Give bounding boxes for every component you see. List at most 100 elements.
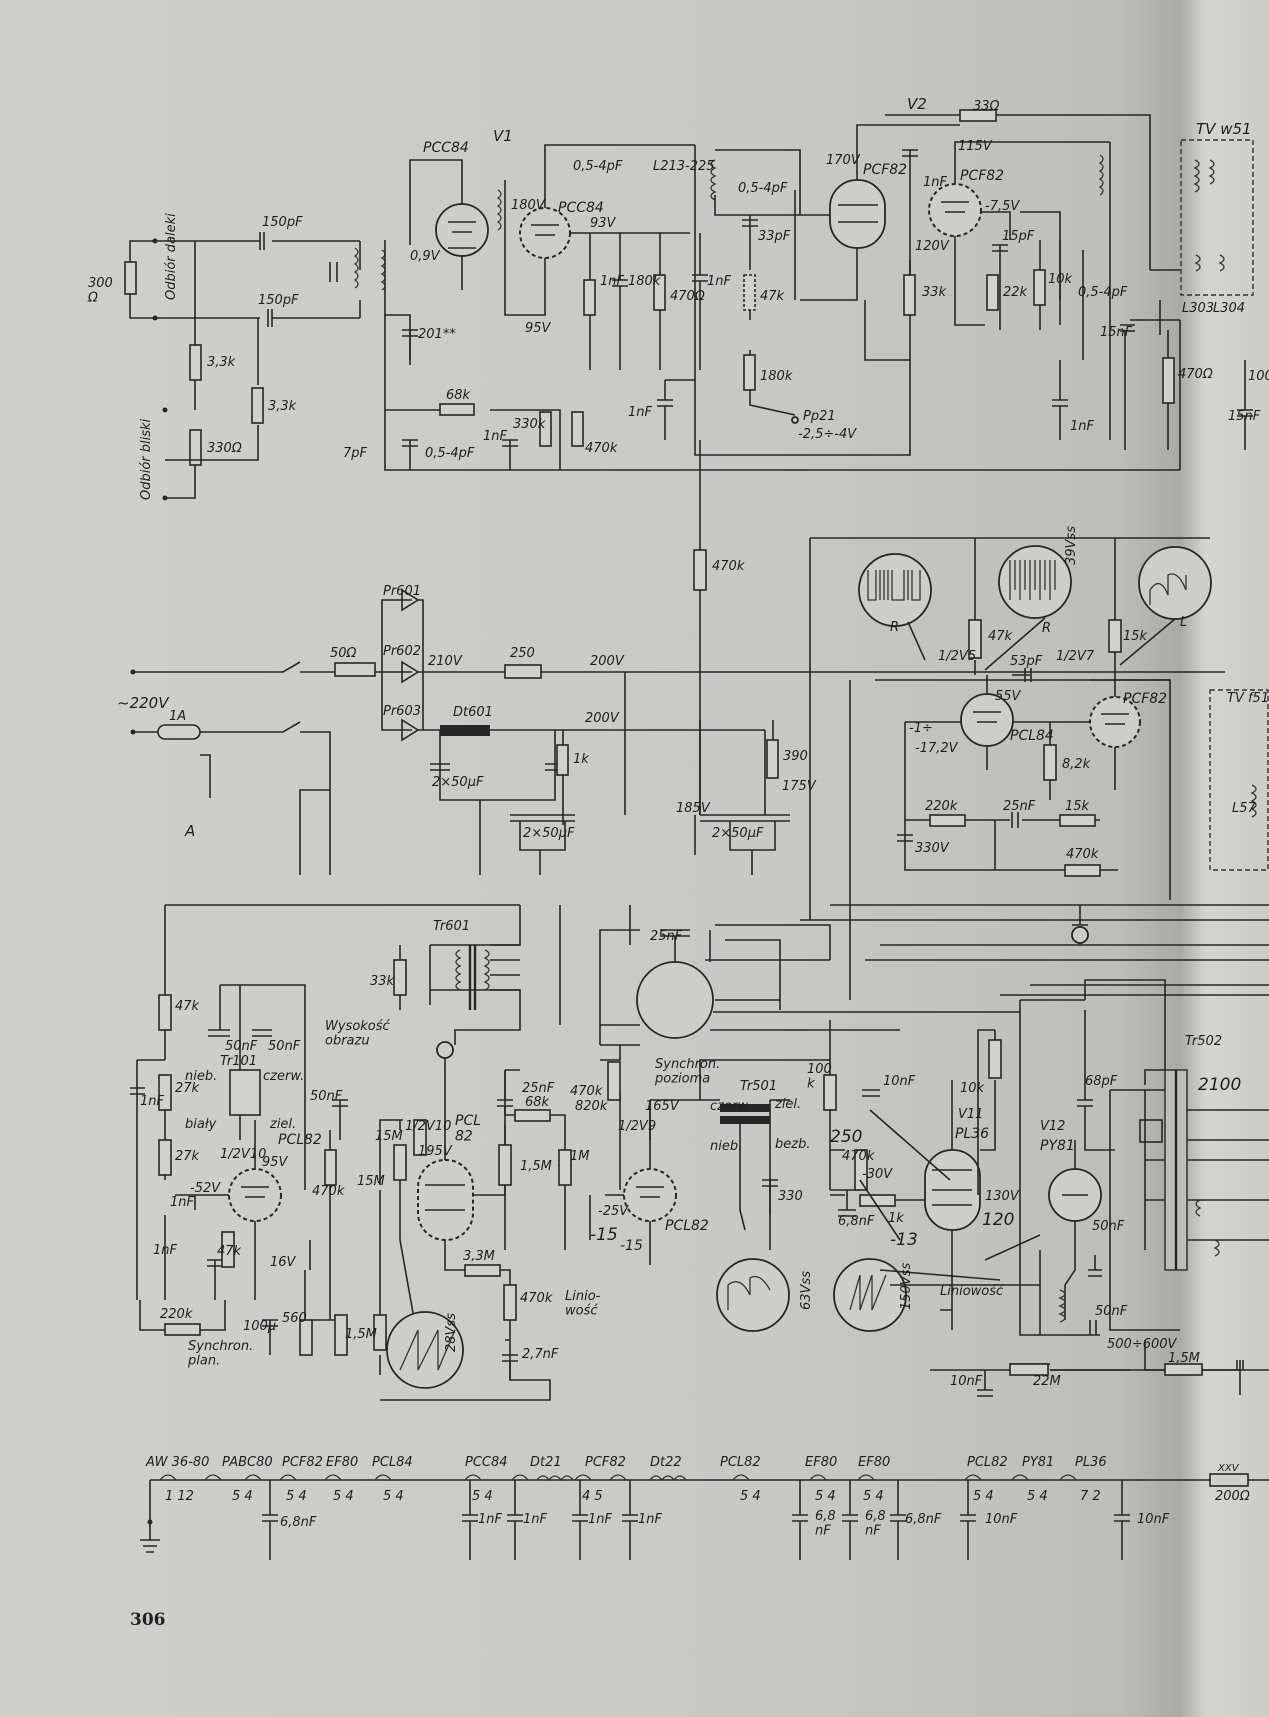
- tuner-cap-15nf-b: 15nF: [1228, 409, 1261, 424]
- heater-tube-pcl82-b: PCL82: [967, 1455, 1008, 1470]
- tuner-cap-05-4pf-d: 0,5-4pF: [425, 446, 475, 461]
- horz-cap-10nf-b: 10nF: [950, 1374, 983, 1389]
- heater-choke-dt21: Dt21: [530, 1455, 562, 1470]
- mains-voltage: ~220V: [117, 694, 170, 712]
- heater-tube-pcf82-a: PCF82: [282, 1455, 323, 1470]
- heater-tube-pcc84: PCC84: [465, 1455, 508, 1470]
- heater-tube-ef80-b: EF80: [805, 1455, 837, 1470]
- vert-res-33m: 3,3M: [463, 1249, 495, 1264]
- heater-tube-pcl84: PCL84: [372, 1455, 413, 1470]
- horz-cap-330: 330: [778, 1189, 803, 1204]
- tuner-cap-1nf-b: 1nF: [707, 274, 732, 289]
- volt-185: 185V: [676, 801, 711, 816]
- volt-200-b: 200V: [585, 711, 620, 726]
- tuner-cap-05-4pf-b: 0,5-4pF: [738, 181, 788, 196]
- scope-horz-amplitude-a: 63Vss: [799, 1271, 814, 1310]
- vert-v-16: 16V: [270, 1255, 297, 1270]
- horz-cap-10nf: 10nF: [883, 1074, 916, 1089]
- heater-tube-pabc80: PABC80: [222, 1455, 273, 1470]
- sync-res-47k: 47k: [988, 629, 1013, 644]
- sync-tube-v7: 1/2V7: [1056, 649, 1095, 664]
- horz-wire-ziel: ziel.: [774, 1097, 801, 1112]
- vert-cap-50nf-a: 50nF: [225, 1039, 258, 1054]
- heater-cap-1nf-d: 1nF: [638, 1512, 663, 1527]
- tuner-cap-201: 201**: [418, 327, 456, 342]
- tube-v2a: [829, 179, 886, 249]
- heater-tube-pcf82-b: PCF82: [585, 1455, 626, 1470]
- vert-synchron-plan: Synchron.plan.: [187, 1339, 253, 1368]
- res-3k3-1: 3,3k: [207, 355, 236, 370]
- res-330-ohm: 330Ω: [207, 441, 242, 456]
- vert-res-15m-c: 1,5M: [520, 1159, 552, 1174]
- sync-cap-25nf: 25nF: [1003, 799, 1036, 814]
- heater-pins-3: 5 4: [286, 1489, 307, 1504]
- heater-tube-aw36: AW 36-80: [145, 1455, 209, 1470]
- tuner-res-180k-b: 180k: [760, 369, 793, 384]
- cap-150pf-2: 150pF: [258, 293, 299, 308]
- vert-v-minus52: -52V: [190, 1181, 221, 1196]
- volt-200-a: 200V: [590, 654, 625, 669]
- rectifier-pr602: Pr602: [383, 644, 421, 659]
- heater-pins-6: 5 4: [472, 1489, 493, 1504]
- tube-v9: [623, 1168, 677, 1222]
- tuner-v-93: 93V: [590, 216, 617, 231]
- tuner-cap-1nf-c: 1nF: [628, 405, 653, 420]
- socket-661: [636, 961, 714, 1039]
- sync-v-55: 55V: [995, 689, 1022, 704]
- vert-cap-27nf: 2,7nF: [522, 1347, 559, 1362]
- tuner-v-09: 0,9V: [410, 249, 441, 264]
- horz-v-minus25: -25V: [598, 1204, 629, 1219]
- vert-cap-1nf: 1nF: [140, 1094, 165, 1109]
- res-3k3-2: 3,3k: [268, 399, 297, 414]
- res-470k: 470k: [712, 559, 745, 574]
- tube-v1-type: PCC84: [423, 140, 469, 156]
- cap-2x50uf-a: 2×50µF: [432, 775, 484, 790]
- horz-tube-v11-type: PL36: [955, 1126, 989, 1142]
- vertical-section: Tr601 Tr101 33k 47k 1nF 27k 27k 50nF 50n…: [130, 904, 601, 1401]
- vert-res-15m-b: 15M: [375, 1129, 403, 1144]
- heater-tube-pcl82-a: PCL82: [720, 1455, 761, 1470]
- vert-tr101: Tr101: [220, 1054, 257, 1069]
- tuner-cap-1nf-a: 1nF: [600, 274, 625, 289]
- tuner-l304: L304: [1213, 301, 1245, 316]
- heater-series-resistor-tag: XXV: [1217, 1463, 1240, 1474]
- interconnect-wiring: [559, 679, 1269, 1025]
- tuner-agc-voltage: -2,5÷-4V: [798, 427, 857, 442]
- waveform-l-pl36: [833, 1258, 907, 1332]
- tuner-v-95: 95V: [525, 321, 552, 336]
- horz-res-470k: 470k: [842, 1149, 875, 1164]
- far-reception-label: Odbiór daleki: [164, 213, 179, 300]
- vert-res-47k-b: 47k: [217, 1244, 242, 1259]
- rectifier-pr601: Pr601: [383, 584, 421, 599]
- tuner-res-47k: 47k: [760, 289, 785, 304]
- sync-l57: L57: [1232, 801, 1257, 816]
- vert-tube-v10b: 1/2V10: [405, 1119, 451, 1134]
- handwritten-note-1: -15: [590, 1225, 618, 1245]
- tube-v1b-type: PCC84: [558, 200, 604, 216]
- horizontal-section: 25nF 470k Synchron.pozioma Tr501 165V cz…: [570, 929, 1269, 1397]
- sync-tube-v5-type: PCL84: [1010, 728, 1054, 744]
- heater-pins-4: 5 4: [333, 1489, 354, 1504]
- tuner-cap-1nf-e: 1nF: [923, 175, 948, 190]
- heater-cap-10nf-b: 10nF: [1137, 1512, 1170, 1527]
- power-supply: ~220V 1A 50Ω Pr601 Pr602 Pr603 Dt601 2×5…: [117, 440, 1225, 875]
- vert-tube-v10a: 1/2V10: [220, 1147, 266, 1162]
- scope-l-label: L: [1180, 615, 1187, 630]
- vert-cap-100u: 100µ: [243, 1319, 276, 1334]
- vert-res-15m-a: 15M: [357, 1174, 385, 1189]
- volt-210: 210V: [428, 654, 463, 669]
- sync-res-15k: 15k: [1123, 629, 1148, 644]
- heater-cap-68nf: 6,8nF: [280, 1515, 317, 1530]
- tuner-section: PCC84 V1 PCC84 PCF82 V2 PCF82 0,5-4pF L2…: [343, 95, 1269, 471]
- rectifier-pr603: Pr603: [383, 704, 421, 719]
- vert-cap-50nf-b: 50nF: [268, 1039, 301, 1054]
- heater-pins-1: 1 12: [165, 1489, 194, 1504]
- heater-tube-ef80-c: EF80: [858, 1455, 890, 1470]
- scope-r2-amplitude: 39Vss: [1064, 526, 1079, 565]
- fuse-1a: 1A: [169, 709, 186, 724]
- heater-pins-9: 5 4: [863, 1489, 884, 1504]
